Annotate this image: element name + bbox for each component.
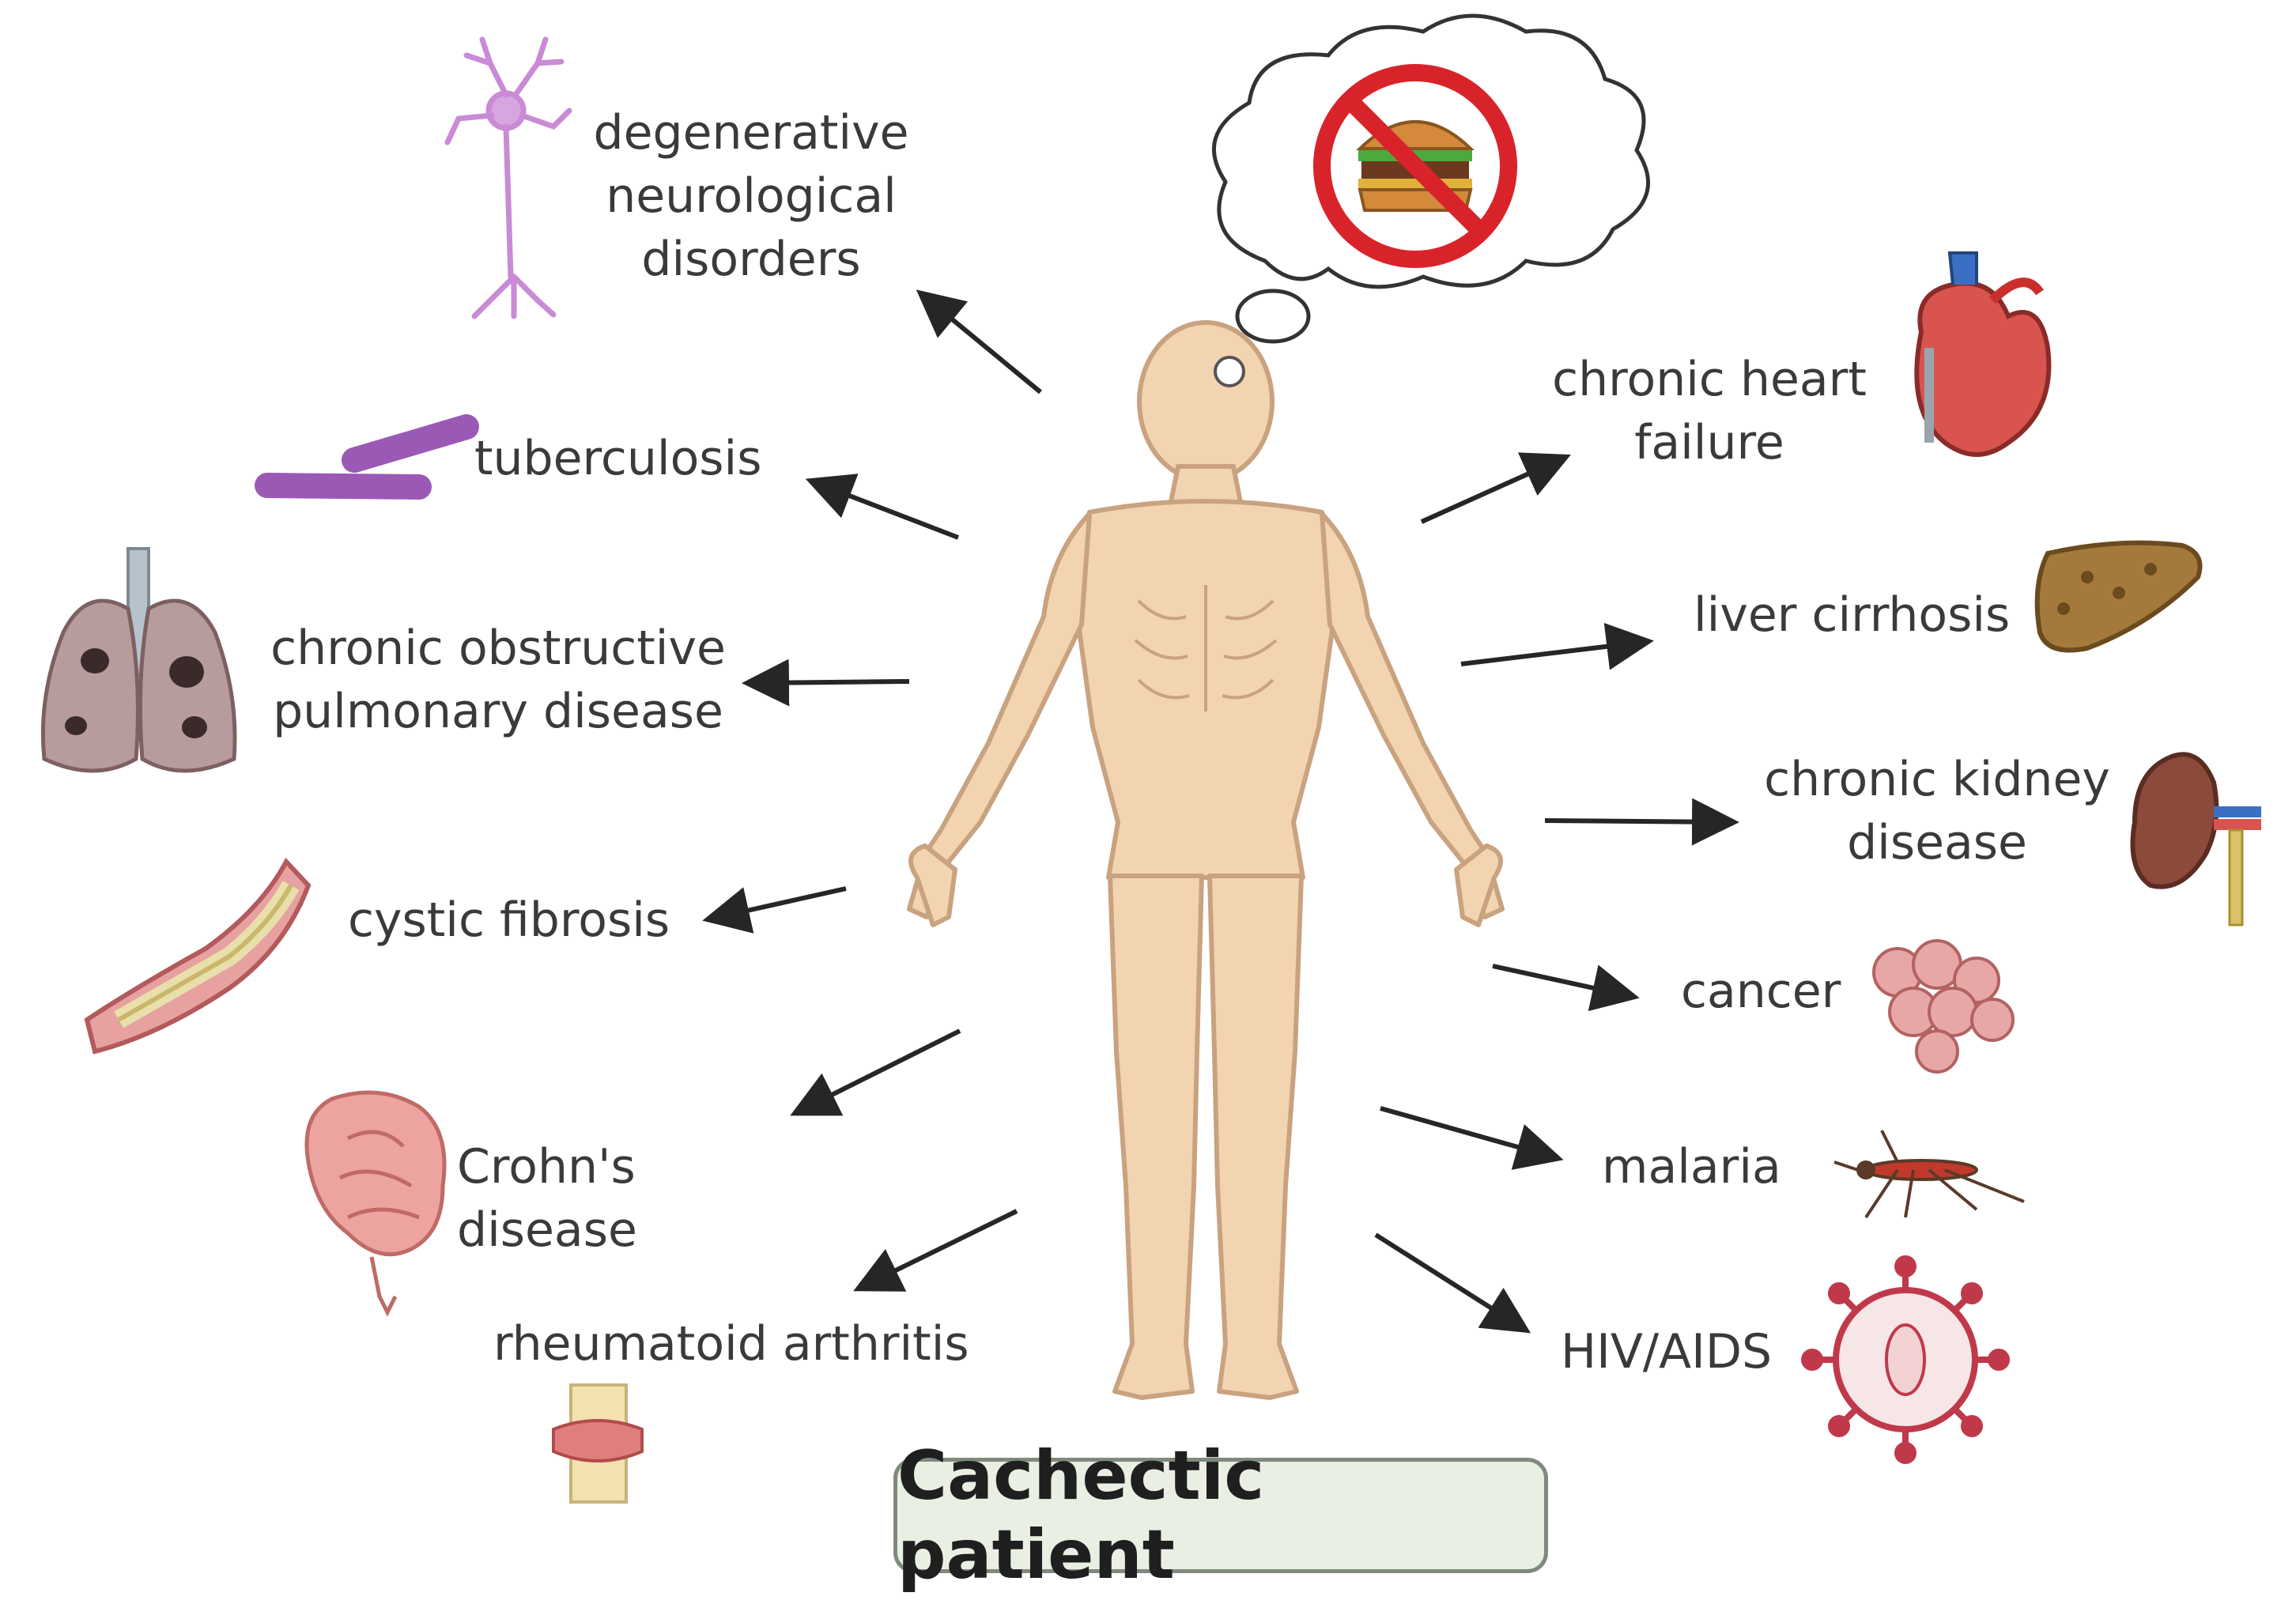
arrow-cystic-fibrosis	[702, 886, 847, 934]
neuron-icon	[444, 36, 572, 319]
label-cystic-fibrosis: cystic fibrosis	[348, 893, 670, 948]
joint-icon	[552, 1383, 644, 1504]
arrow-liver	[1460, 622, 1654, 670]
arrow-cancer	[1492, 964, 1640, 1012]
arrow-kidney	[1544, 798, 1739, 846]
label-copd: chronic obstructive pulmonary disease	[270, 621, 726, 739]
heart-icon	[1914, 251, 2052, 457]
label-neurological: degenerative neurological disorders	[593, 105, 909, 287]
kidney-icon	[2130, 752, 2261, 926]
label-tuberculosis: tuberculosis	[474, 431, 762, 486]
arrow-neurological	[916, 289, 1042, 394]
intestine-icon	[304, 1090, 447, 1317]
head-thought-dot	[1214, 356, 1245, 387]
ribs	[1134, 585, 1278, 711]
tumor-cells-icon	[1872, 939, 2015, 1074]
arrow-rheumatoid	[853, 1209, 1018, 1292]
arrow-malaria	[1380, 1106, 1564, 1170]
arrow-copd	[742, 659, 910, 707]
label-hiv: HIV/AIDS	[1561, 1324, 1773, 1379]
arrow-tuberculosis	[805, 474, 960, 540]
label-cancer: cancer	[1681, 964, 1841, 1019]
label-liver: liver cirrhosis	[1694, 587, 2011, 643]
title-box: Cachectic patient	[893, 1436, 1548, 1594]
cachectic-patient-figure	[907, 320, 1505, 1400]
arrow-heart	[1420, 452, 1571, 524]
mosquito-icon	[1833, 1130, 2025, 1219]
label-malaria: malaria	[1602, 1139, 1781, 1194]
virus-icon	[1801, 1255, 2010, 1464]
diagram-title: Cachectic patient	[897, 1436, 1265, 1594]
airway-icon	[84, 857, 312, 1055]
arrow-crohns	[790, 1028, 961, 1116]
lungs-icon	[40, 547, 237, 773]
arrows	[702, 289, 1739, 1334]
label-rheumatoid: rheumatoid arthritis	[493, 1316, 969, 1372]
label-kidney: chronic kidney disease	[1764, 752, 2110, 870]
liver-icon	[2034, 540, 2203, 653]
label-heart: chronic heart failure	[1552, 352, 1867, 470]
label-crohns: Crohn's disease	[457, 1139, 637, 1258]
arrow-hiv	[1374, 1232, 1531, 1334]
no-burger-icon	[1313, 64, 1517, 268]
bacteria-icon	[255, 414, 479, 500]
